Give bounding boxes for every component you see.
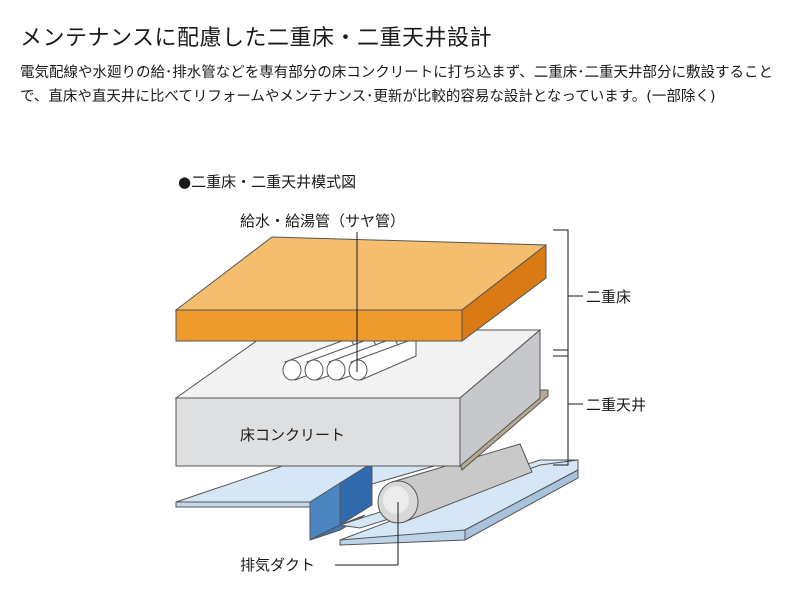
floor-side — [461, 243, 547, 342]
leader-lines — [335, 229, 583, 566]
exhaust-duct-label: 排気ダクト — [240, 556, 315, 574]
diagram-caption: ●二重床・二重天井模式図 — [178, 173, 357, 191]
supply-pipes — [282, 337, 417, 381]
double-ceiling-label: 二重天井 — [586, 396, 646, 414]
pipe-end-3 — [326, 359, 346, 381]
pipe-end-1 — [282, 359, 302, 381]
ceiling-channel-back — [339, 462, 373, 526]
double-floor-label: 二重床 — [586, 288, 631, 306]
description-text: 電気配線や水廻りの給･排水管などを専有部分の床コンクリートに打ち込まず、二重床･… — [20, 65, 773, 105]
pipe-end-2 — [304, 359, 324, 381]
double-floor-bracket — [553, 229, 569, 357]
double-ceiling-bracket — [553, 349, 569, 466]
ceiling-board-front — [175, 501, 311, 508]
pipe-end-4 — [348, 359, 368, 381]
slab-side — [459, 328, 541, 468]
ceiling-board-right-side — [464, 469, 579, 541]
double-floor — [174, 236, 548, 342]
concrete-slab-label: 床コンクリート — [240, 426, 345, 444]
supply-pipe-label: 給水・給湯管（サヤ管） — [240, 212, 405, 230]
floor-front — [175, 309, 463, 342]
page-title: メンテナンスに配慮した二重床・二重天井設計 — [20, 26, 493, 51]
duct-end-shade — [383, 486, 409, 514]
